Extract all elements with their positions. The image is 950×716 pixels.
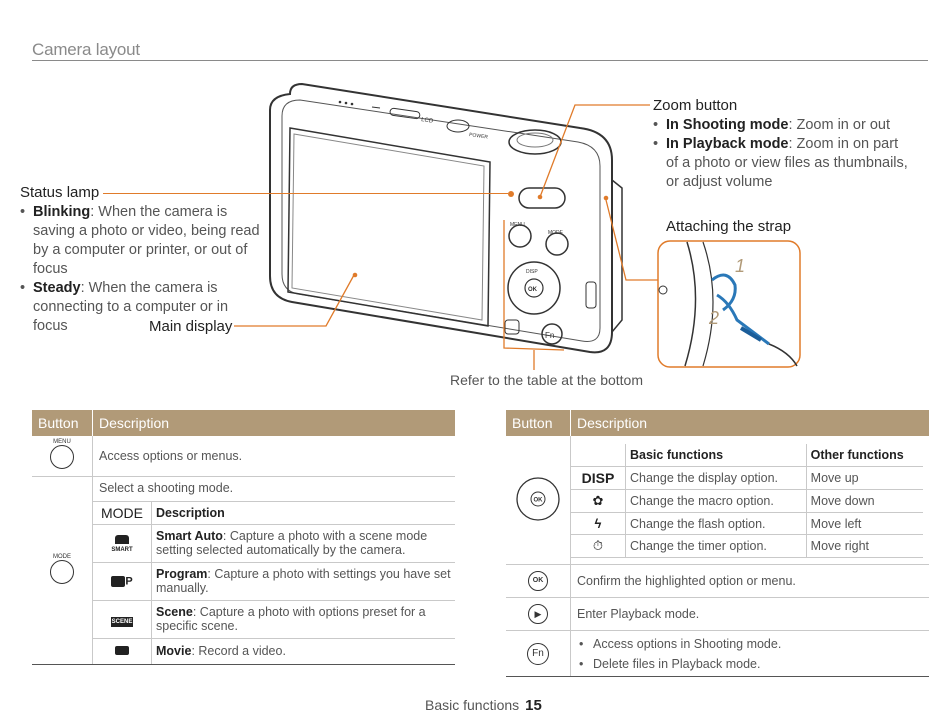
fn-bullet: •Access options in Shooting mode.: [579, 636, 782, 651]
zoom-button-title: Zoom button: [653, 97, 738, 114]
mode-item: SMART Smart Auto: Capture a photo with a…: [93, 524, 455, 563]
other-functions-header: Other functions: [806, 444, 923, 467]
ok-row: OK Confirm the highlighted option or men…: [506, 564, 929, 598]
strap-illustration: 1 2: [657, 240, 801, 368]
playback-button-icon: ▶: [506, 597, 571, 631]
strap-line: [605, 199, 658, 281]
nav-dial-icon: OK: [506, 436, 571, 565]
camera-illustration: LCD POWER MENU MODE OK DISP Fn: [269, 82, 623, 370]
status-lamp-line: [103, 193, 508, 195]
section-title: Camera layout: [32, 40, 140, 59]
program-icon: P: [93, 562, 152, 601]
left-button-table: Button Description MENU Access options o…: [32, 410, 455, 665]
basic-functions-header: Basic functions: [625, 444, 807, 467]
disp-label: DISP: [526, 269, 538, 275]
ok-label: OK: [528, 287, 538, 293]
svg-text:OK: OK: [534, 497, 544, 503]
right-table-header-button: Button: [506, 410, 571, 436]
menu-row: MENU Access options or menus.: [32, 436, 455, 477]
zoom-line: [539, 104, 650, 198]
main-display-title: Main display: [149, 318, 233, 335]
scene-icon: SCENE: [93, 600, 152, 639]
right-button-table: Button Description OK Basic functions Ot…: [506, 410, 929, 677]
menu-label: MENU: [510, 222, 525, 228]
power-label: POWER: [469, 132, 489, 141]
mode-label: MODE: [548, 230, 564, 236]
menu-description: Access options or menus.: [92, 436, 455, 477]
mode-button-icon: MODE: [32, 476, 93, 665]
mode-item: SCENE Scene: Capture a photo with option…: [93, 600, 455, 639]
lcd-label: LCD: [421, 117, 434, 125]
strap-step-2: 2: [708, 308, 719, 328]
play-row: ▶ Enter Playback mode.: [506, 597, 929, 631]
menu-button-icon: MENU: [32, 436, 93, 477]
mode-subheader: MODE: [93, 501, 152, 525]
left-table-header-button: Button: [32, 410, 93, 436]
nav-item: DISP Change the display option. Move up: [571, 466, 923, 490]
right-table-header-description: Description: [570, 410, 929, 436]
mode-row: MODE Select a shooting mode. MODE Descri…: [32, 476, 455, 665]
mode-item: Movie: Record a video.: [93, 638, 455, 664]
smart-auto-icon: SMART: [93, 524, 152, 563]
zoom-bullets: •In Shooting mode: Zoom in or out •In Pl…: [653, 116, 908, 192]
movie-icon: [93, 638, 152, 664]
refer-note: Refer to the table at the bottom: [450, 372, 644, 388]
status-lamp-title: Status lamp: [20, 184, 100, 201]
nav-subtable: Basic functions Other functions DISP Cha…: [571, 444, 923, 558]
nav-item: ✿ Change the macro option. Move down: [571, 489, 923, 513]
page-number: 15: [525, 697, 542, 714]
fn-bullet: •Delete files in Playback mode.: [579, 656, 761, 671]
zoom-bullet: •In Playback mode: Zoom in on part of a …: [653, 136, 908, 190]
ok-description: Confirm the highlighted option or menu.: [570, 564, 929, 598]
nav-row: OK Basic functions Other functions DISP …: [506, 436, 929, 565]
fn-button-icon: Fn: [506, 630, 571, 677]
ok-button-icon: OK: [506, 564, 571, 598]
strap-step-1: 1: [735, 256, 745, 276]
nav-item: ϟ Change the flash option. Move left: [571, 512, 923, 535]
timer-icon: ⏱: [571, 534, 626, 558]
zoom-bullet: •In Shooting mode: Zoom in or out: [653, 117, 890, 133]
footer-text: Basic functions: [425, 697, 520, 713]
nav-item: ⏱ Change the timer option. Move right: [571, 534, 923, 558]
mode-intro: Select a shooting mode.: [93, 477, 455, 502]
fn-label: Fn: [545, 331, 554, 340]
status-lamp-bullet: •Blinking: When the camera is saving a p…: [20, 204, 260, 277]
mode-item: P Program: Capture a photo with settings…: [93, 562, 455, 601]
header-rule: [32, 60, 928, 61]
mode-subtable: MODE Description SMART Smart Auto: Captu…: [93, 501, 455, 664]
playback-description: Enter Playback mode.: [570, 597, 929, 631]
fn-row: Fn •Access options in Shooting mode. •De…: [506, 630, 929, 677]
left-table-header-description: Description: [92, 410, 455, 436]
mode-description-subheader: Description: [151, 501, 455, 525]
status-lamp-bullets: •Blinking: When the camera is saving a p…: [20, 203, 265, 336]
strap-title: Attaching the strap: [666, 218, 792, 235]
status-lamp-bullet: •Steady: When the camera is connecting t…: [20, 280, 229, 334]
macro-icon: ✿: [571, 489, 626, 513]
page-footer: Basic functions 15: [425, 697, 542, 714]
disp-icon: DISP: [571, 466, 626, 490]
flash-icon: ϟ: [571, 512, 626, 535]
main-display-line: [234, 274, 355, 327]
